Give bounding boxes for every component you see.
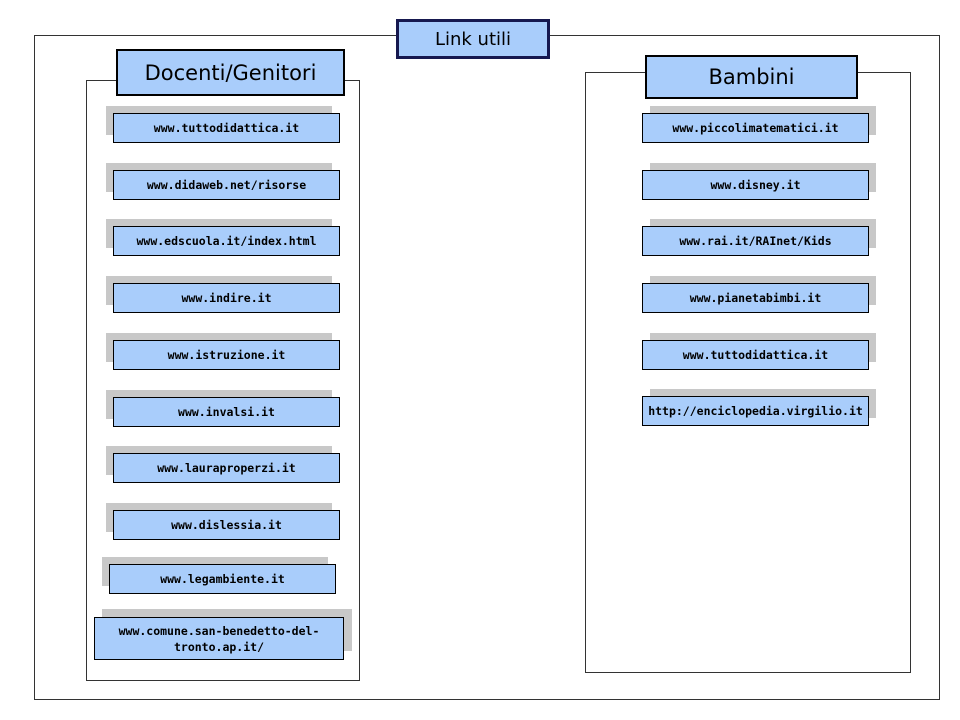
docenti-section-title-text: Docenti/Genitori — [144, 60, 317, 85]
link-docenti-invalsi[interactable]: www.invalsi.it — [113, 397, 340, 427]
link-docenti-legambiente[interactable]: www.legambiente.it — [109, 564, 336, 594]
page-title: Link utili — [396, 19, 550, 59]
link-docenti-dislessia[interactable]: www.dislessia.it — [113, 510, 340, 540]
link-docenti-comune-sbt[interactable]: www.comune.san-benedetto-del-tronto.ap.i… — [94, 617, 344, 660]
link-docenti-indire[interactable]: www.indire.it — [113, 283, 340, 313]
bambini-section-title: Bambini — [645, 55, 858, 99]
link-docenti-istruzione[interactable]: www.istruzione.it — [113, 340, 340, 370]
link-bambini-tuttodidattica[interactable]: www.tuttodidattica.it — [642, 340, 869, 370]
link-bambini-rai-kids[interactable]: www.rai.it/RAInet/Kids — [642, 226, 869, 256]
link-docenti-didaweb[interactable]: www.didaweb.net/risorse — [113, 170, 340, 200]
link-docenti-lauraproperzi[interactable]: www.lauraproperzi.it — [113, 453, 340, 483]
docenti-section-title: Docenti/Genitori — [116, 49, 345, 96]
link-docenti-edscuola[interactable]: www.edscuola.it/index.html — [113, 226, 340, 256]
bambini-section-title-text: Bambini — [708, 65, 795, 89]
link-docenti-tuttodidattica[interactable]: www.tuttodidattica.it — [113, 113, 340, 143]
link-bambini-enciclopedia-virgilio[interactable]: http://enciclopedia.virgilio.it — [642, 396, 869, 426]
link-bambini-piccolimatematici[interactable]: www.piccolimatematici.it — [642, 113, 869, 143]
link-bambini-pianetabimbi[interactable]: www.pianetabimbi.it — [642, 283, 869, 313]
page-title-text: Link utili — [434, 28, 512, 50]
link-bambini-disney[interactable]: www.disney.it — [642, 170, 869, 200]
